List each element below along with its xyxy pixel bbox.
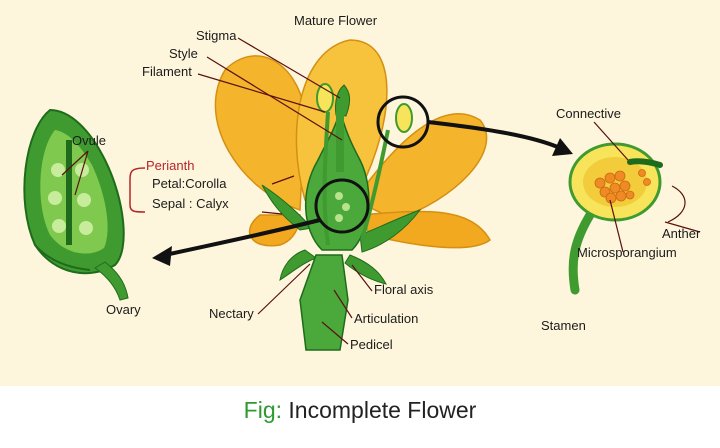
label-filament: Filament: [142, 64, 192, 79]
anther-section: [568, 142, 663, 295]
arrows: [152, 120, 573, 266]
label-floral-axis: Floral axis: [374, 282, 434, 297]
diagram-panel: Mature Flower Stigma Style Filament Ovul…: [0, 0, 720, 386]
label-pedicel: Pedicel: [350, 337, 393, 352]
calyx-sepals: [261, 184, 422, 285]
label-nectary: Nectary: [209, 306, 254, 321]
ovules-small: [335, 192, 350, 222]
flower-illustration: [23, 37, 701, 351]
label-petal-corolla: Petal:Corolla: [152, 176, 227, 191]
caption-prefix: Fig:: [243, 397, 283, 423]
caption-text: Incomplete Flower: [288, 397, 477, 423]
figure-caption: Fig: Incomplete Flower: [0, 397, 720, 424]
label-microsporangium: Microsporangium: [577, 245, 677, 260]
label-stamen: Stamen: [541, 318, 586, 333]
pedicel-stalk: [299, 254, 349, 351]
ovary-magnifier: [314, 178, 370, 234]
label-ovule: Ovule: [72, 133, 106, 148]
label-connective: Connective: [556, 106, 622, 121]
label-articulation: Articulation: [354, 311, 419, 326]
label-style: Style: [169, 46, 198, 61]
title-mature-flower: Mature Flower: [294, 13, 378, 28]
label-stigma: Stigma: [196, 28, 237, 43]
label-ovary: Ovary: [106, 302, 141, 317]
label-sepal-calyx: Sepal : Calyx: [152, 196, 229, 211]
label-perianth: Perianth: [146, 158, 195, 173]
label-anther: Anther: [662, 226, 701, 241]
ovary-section: [23, 108, 129, 301]
leader-lines: [61, 37, 701, 345]
